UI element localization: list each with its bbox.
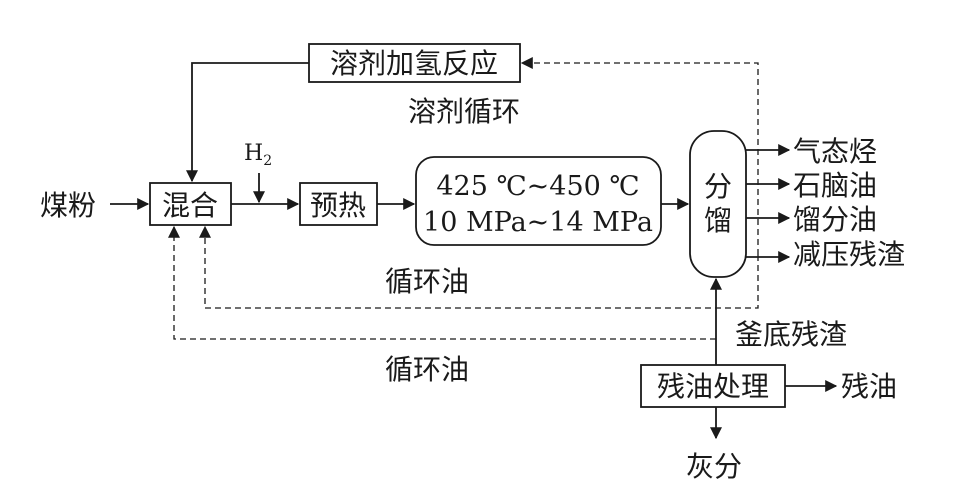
distillate-oil-label: 馏分油 [793,203,877,236]
solvent-recycle-dashed-arrow [520,57,759,255]
fractionation-char-2: 馏 [704,204,732,237]
cycle-oil-dashed-arrow-outer [168,225,716,340]
residue-treatment-box: 残油处理 [640,364,786,408]
ash-label: 灰分 [686,450,742,483]
solvent-hydrogenation-box: 溶剂加氢反应 [308,43,521,83]
coal-powder-label: 煤粉 [40,189,96,222]
naphtha-label: 石脑油 [793,169,877,202]
fractionation-char-1: 分 [704,170,732,203]
cycle-oil-label-1: 循环油 [385,265,469,298]
residue-treatment-label: 残油处理 [657,370,769,403]
mix-label: 混合 [162,189,218,222]
solvent-cycle-label: 溶剂循环 [408,95,520,128]
solvent-hydrogenation-label: 溶剂加氢反应 [330,47,498,80]
hydrogen-label: H2 [244,141,272,169]
cycle-oil-label-2: 循环油 [385,353,469,386]
still-bottom-residue-label: 釜底残渣 [735,318,847,351]
solvent-return-arrow [186,62,309,183]
preheat-label: 预热 [310,189,366,222]
preheat-box: 预热 [299,182,378,226]
vacuum-residue-label: 减压残渣 [793,238,905,271]
temperature-range-label: 425 ℃~450 ℃ [436,171,639,202]
pressure-range-label: 10 MPa~14 MPa [423,207,653,238]
reaction-conditions-box: 425 ℃~450 ℃ 10 MPa~14 MPa [415,156,662,246]
residual-oil-label: 残油 [841,370,897,403]
mix-box: 混合 [149,182,232,226]
fractionation-column: 分 馏 [689,130,747,278]
gas-hydrocarbon-label: 气态烃 [793,135,877,168]
